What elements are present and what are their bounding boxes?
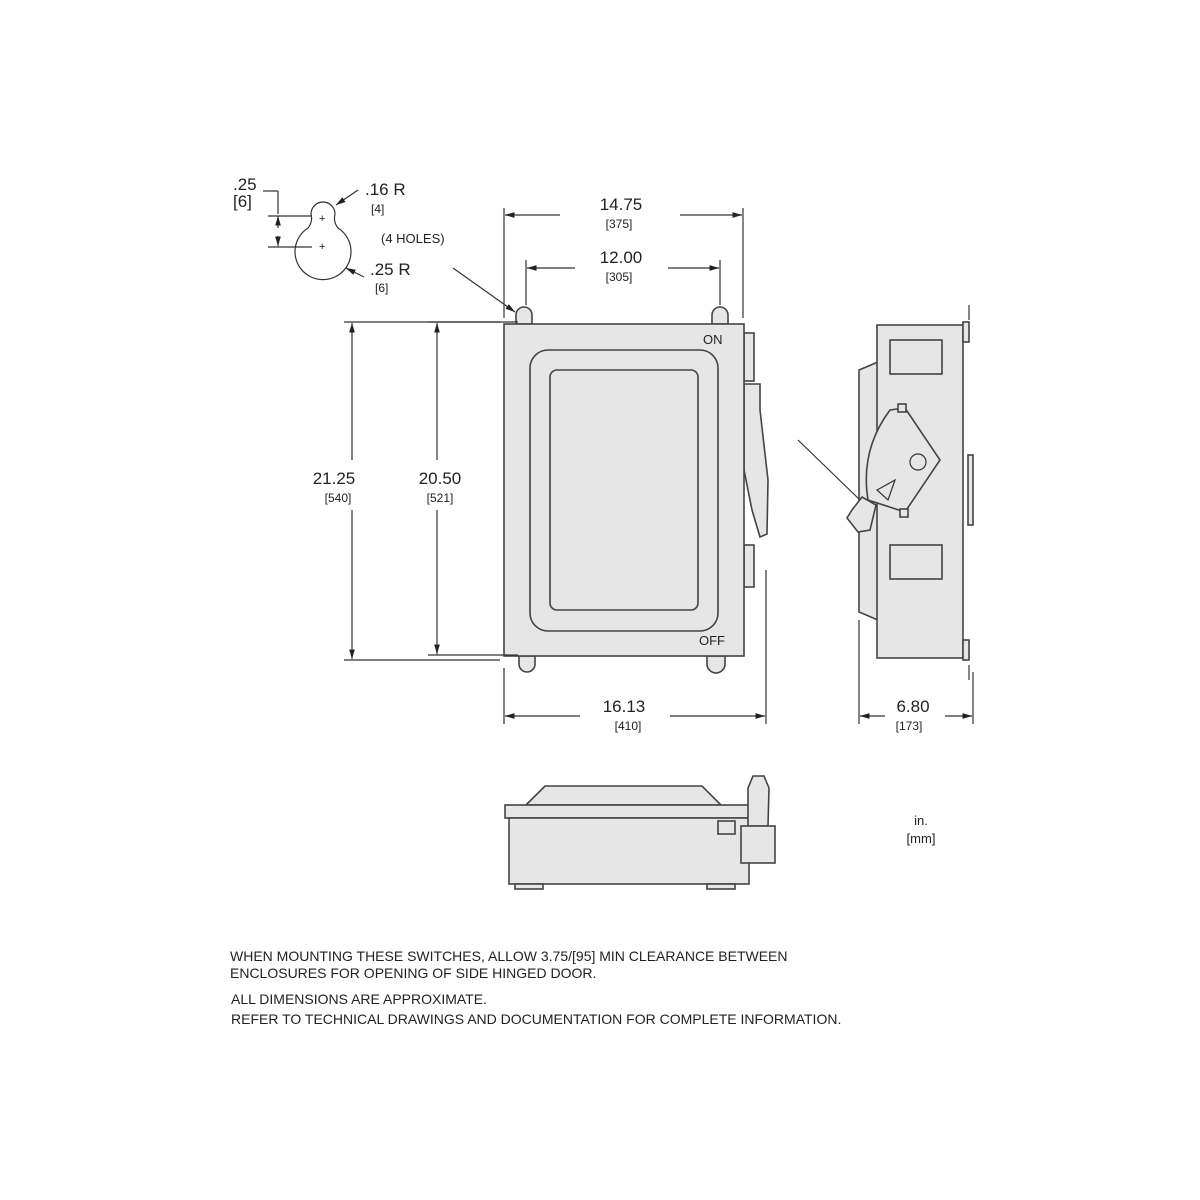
large-radius-mm: [6] (375, 281, 388, 295)
keyhole-detail: + + .25 [6] .16 R [4] (4 HOLES) .25 R [6… (233, 175, 516, 313)
side-view (797, 305, 974, 680)
note-clearance-1: WHEN MOUNTING THESE SWITCHES, ALLOW 3.75… (230, 948, 788, 964)
side-dimensions: 6.80 [173] (858, 620, 974, 733)
units-primary: in. (914, 813, 928, 828)
hole-spacing-h: 12.00 (600, 248, 643, 267)
depth: 6.80 (896, 697, 929, 716)
units-secondary: [mm] (907, 831, 936, 846)
hole-spacing-v: 20.50 (419, 469, 462, 488)
width-overall-mm: [375] (606, 217, 633, 231)
svg-text:+: + (319, 241, 325, 253)
on-label: ON (703, 332, 723, 347)
keyhole-offset-mm: [6] (233, 192, 252, 211)
note-approximate: ALL DIMENSIONS ARE APPROXIMATE. (231, 991, 487, 1007)
height-overall-mm: [540] (325, 491, 352, 505)
width-with-handle-mm: [410] (615, 719, 642, 733)
off-label: OFF (699, 633, 725, 648)
hole-spacing-h-mm: [305] (606, 270, 633, 284)
hole-spacing-v-mm: [521] (427, 491, 454, 505)
height-overall: 21.25 (313, 469, 356, 488)
bottom-view (504, 775, 776, 890)
keyhole-offset: .25 (233, 175, 257, 194)
svg-text:+: + (319, 213, 325, 225)
small-radius: .16 R (365, 180, 406, 199)
depth-mm: [173] (896, 719, 923, 733)
front-view: ON OFF (503, 306, 769, 674)
width-overall: 14.75 (600, 195, 643, 214)
small-radius-mm: [4] (371, 202, 384, 216)
large-radius: .25 R (370, 260, 411, 279)
front-dimensions: 14.75 [375] 12.00 [305] 16.13 [410] 21.2… (313, 195, 767, 733)
note-refer: REFER TO TECHNICAL DRAWINGS AND DOCUMENT… (231, 1011, 841, 1027)
holes-note: (4 HOLES) (381, 231, 445, 246)
width-with-handle: 16.13 (603, 697, 646, 716)
note-clearance-2: ENCLOSURES FOR OPENING OF SIDE HINGED DO… (230, 965, 596, 981)
